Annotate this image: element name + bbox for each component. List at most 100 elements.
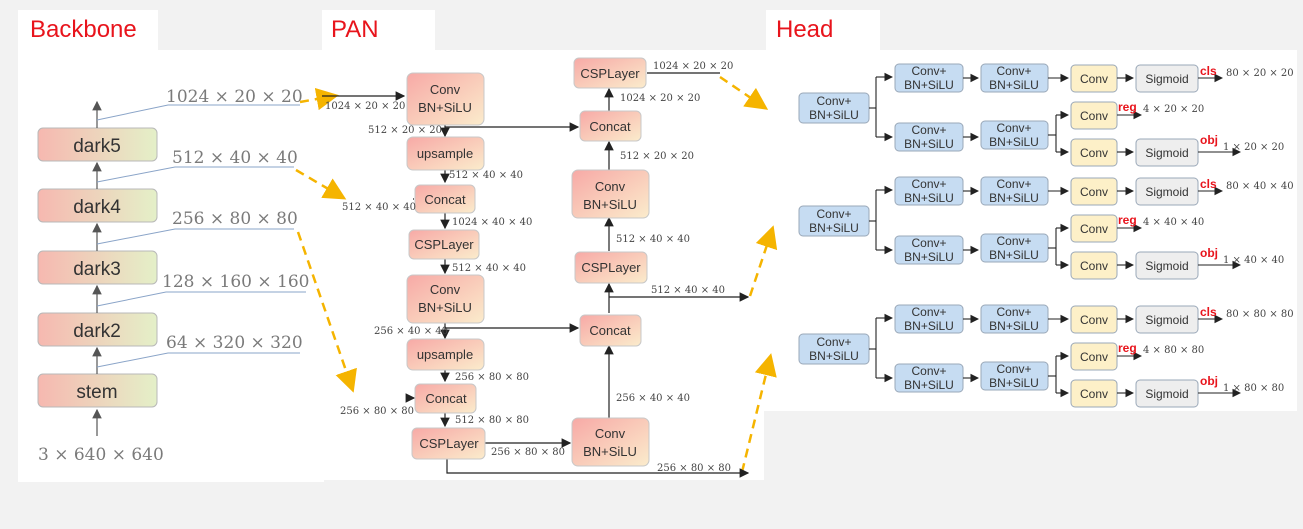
pan-conv-a-l2: BN+SiLU: [418, 100, 472, 115]
head-cls-conv2-l2-2: BN+SiLU: [989, 319, 1039, 333]
head-reg-conv2-l2-0: BN+SiLU: [989, 135, 1039, 149]
dark-out-64: 64 × 320 × 320: [166, 333, 303, 353]
head-title: Head: [776, 16, 834, 43]
head-reg-conv2-l1-0: Conv+: [996, 121, 1031, 135]
head-cls-label-1: cls: [1200, 177, 1217, 191]
input-dim-label: 3 × 640 × 640: [38, 445, 164, 465]
head-cls-label-2: cls: [1200, 305, 1217, 319]
pan-lbl-in40: 512 × 40 × 40: [342, 202, 416, 213]
dark2-label: dark2: [73, 321, 121, 342]
head-reg-conv1-l2-1: BN+SiLU: [904, 250, 954, 264]
pan-lbl-p5: 1024 × 20 × 20: [653, 61, 733, 72]
pan-upsample-a: upsample: [417, 146, 473, 161]
head-reg-conv3-l-0: Conv: [1080, 109, 1108, 123]
head-stem-l2-0: BN+SiLU: [809, 108, 859, 122]
pan-lbl-concat-a: 1024 × 40 × 40: [452, 217, 532, 228]
head-cls-conv1-l2-1: BN+SiLU: [904, 191, 954, 205]
head-stem-l2-1: BN+SiLU: [809, 221, 859, 235]
head-cls-label-0: cls: [1200, 64, 1217, 78]
head-reg-conv2-l2-1: BN+SiLU: [989, 248, 1039, 262]
pan-concat-c: Concat: [589, 323, 631, 338]
pan-upsample-b: upsample: [417, 347, 473, 362]
head-cls-sigmoid-l-2: Sigmoid: [1145, 313, 1188, 327]
pan: Conv BN+SiLU upsample Concat CSPLayer Co…: [322, 57, 750, 478]
head-reg-conv1-l2-0: BN+SiLU: [904, 137, 954, 151]
dark-out-512: 512 × 40 × 40: [172, 148, 298, 168]
head-cls-conv3-l-0: Conv: [1080, 72, 1108, 86]
head-obj-label-1: obj: [1200, 246, 1218, 260]
head-obj-conv3-l-2: Conv: [1080, 387, 1108, 401]
head-obj-sigmoid-l-2: Sigmoid: [1145, 387, 1188, 401]
dark3-label: dark3: [73, 259, 121, 280]
pan-lbl-in80: 256 × 80 × 80: [340, 406, 414, 417]
head-reg-conv2-l1-1: Conv+: [996, 234, 1031, 248]
head-cls-conv2-l1-2: Conv+: [996, 305, 1031, 319]
dark-out-1024: 1024 × 20 × 20: [166, 87, 303, 107]
pan-lbl-csp-b: 256 × 80 × 80: [491, 447, 565, 458]
pan-lbl-csp-c: 512 × 40 × 40: [616, 234, 690, 245]
head-cls-dim-1: 80 × 40 × 40: [1226, 181, 1294, 192]
head-obj-dim-0: 1 × 20 × 20: [1223, 142, 1284, 153]
pan-conv-b-l2: BN+SiLU: [418, 300, 472, 315]
head-stem-l2-2: BN+SiLU: [809, 349, 859, 363]
pan-conv-b-l1: Conv: [430, 282, 461, 297]
head-obj-dim-1: 1 × 40 × 40: [1223, 255, 1284, 266]
head-obj-conv3-l-0: Conv: [1080, 146, 1108, 160]
head-cls-conv1-l1-0: Conv+: [911, 64, 946, 78]
pan-lbl-concat-b: 512 × 80 × 80: [455, 415, 529, 426]
head-reg-conv1-l2-2: BN+SiLU: [904, 378, 954, 392]
head-cls-sigmoid-l-0: Sigmoid: [1145, 72, 1188, 86]
pan-concat-b: Concat: [425, 391, 467, 406]
dark4-label: dark4: [73, 197, 121, 218]
pan-csp-b: CSPLayer: [419, 436, 479, 451]
pan-lbl-conv-b: 256 × 40 × 40: [374, 326, 448, 337]
pan-conv-d-l2: BN+SiLU: [583, 197, 637, 212]
head-stem-l1-0: Conv+: [816, 94, 851, 108]
head-cls-conv1-l1-1: Conv+: [911, 177, 946, 191]
dark-out-256: 256 × 80 × 80: [172, 209, 298, 229]
head-cls-conv1-l2-2: BN+SiLU: [904, 319, 954, 333]
head-reg-conv1-l1-1: Conv+: [911, 236, 946, 250]
pan-lbl-ups-a: 512 × 40 × 40: [449, 170, 523, 181]
head-obj-sigmoid-l-1: Sigmoid: [1145, 259, 1188, 273]
dark-out-128: 128 × 160 × 160: [162, 272, 309, 292]
head-reg-dim-0: 4 × 20 × 20: [1143, 104, 1204, 115]
head-cls-sigmoid-l-1: Sigmoid: [1145, 185, 1188, 199]
pan-lbl-in20: 1024 × 20 × 20: [325, 101, 405, 112]
backbone: 3 × 640 × 640 stem dark2 dark3 dark4 dar…: [37, 87, 309, 465]
head-cls-dim-0: 80 × 20 × 20: [1226, 68, 1294, 79]
dark5-label: dark5: [73, 136, 121, 157]
pan-lbl-ups-b: 256 × 80 × 80: [455, 372, 529, 383]
pan-lbl-conv-d: 512 × 20 × 20: [620, 151, 694, 162]
stem-label: stem: [76, 382, 117, 403]
head-reg-conv3-l-2: Conv: [1080, 350, 1108, 364]
backbone-pan-connectors: [295, 75, 778, 473]
head-cls-dim-2: 80 × 80 × 80: [1226, 309, 1294, 320]
pan-csp-d: CSPLayer: [580, 66, 640, 81]
head-title-bg: [766, 10, 880, 52]
pan-lbl-p3: 256 × 80 × 80: [657, 463, 731, 474]
pan-conv-d-l1: Conv: [595, 179, 626, 194]
head-reg-label-2: reg: [1118, 341, 1137, 355]
pan-conv-c-l2: BN+SiLU: [583, 444, 637, 459]
pan-conv-c-l1: Conv: [595, 426, 626, 441]
head-cls-conv2-l1-1: Conv+: [996, 177, 1031, 191]
head-cls-conv3-l-1: Conv: [1080, 185, 1108, 199]
pan-lbl-conv-c: 256 × 40 × 40: [616, 393, 690, 404]
head-obj-conv3-l-1: Conv: [1080, 259, 1108, 273]
head-reg-conv3-l-1: Conv: [1080, 222, 1108, 236]
pan-conv-a-l1: Conv: [430, 82, 461, 97]
pan-title: PAN: [331, 16, 379, 43]
pan-panel: [322, 50, 764, 480]
pan-lbl-csp-d: 1024 × 20 × 20: [620, 93, 700, 104]
head-reg-dim-2: 4 × 80 × 80: [1143, 345, 1204, 356]
pan-csp-c: CSPLayer: [581, 260, 641, 275]
head-reg-label-0: reg: [1118, 100, 1137, 114]
backbone-title-bg: [18, 10, 158, 52]
head-obj-sigmoid-l-0: Sigmoid: [1145, 146, 1188, 160]
pan-lbl-conv-a: 512 × 20 × 20: [368, 125, 442, 136]
backbone-title: Backbone: [30, 16, 137, 43]
head-reg-conv1-l1-0: Conv+: [911, 123, 946, 137]
